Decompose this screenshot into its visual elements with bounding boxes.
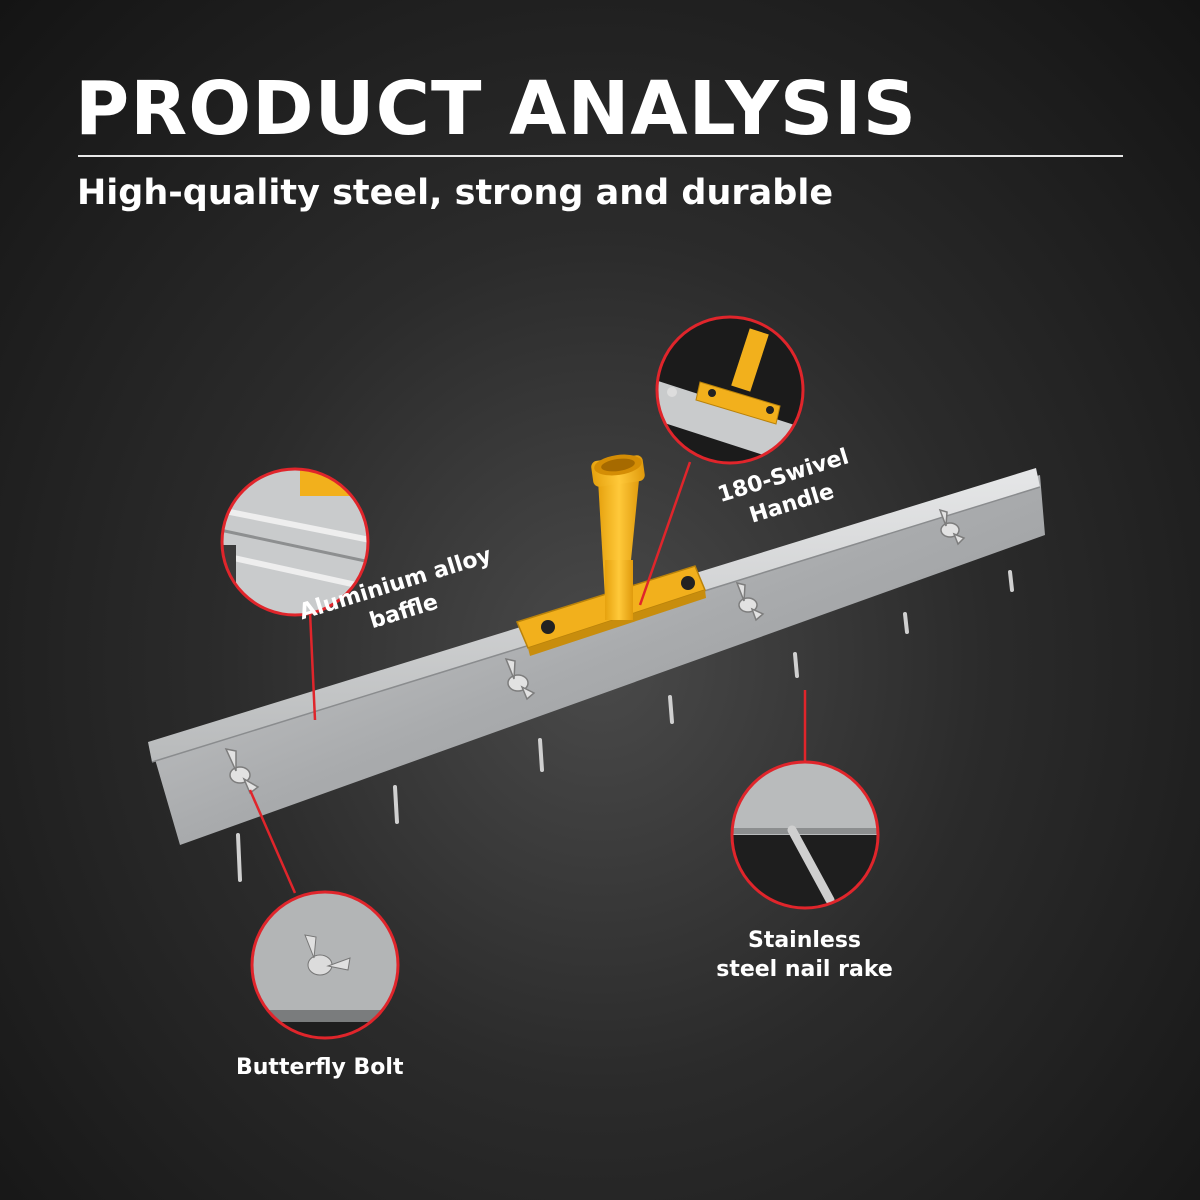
page-title: PRODUCT ANALYSIS: [75, 66, 917, 152]
bolt-detail-circle: [250, 890, 400, 1040]
callout-lines: [248, 461, 807, 894]
rake-tines: [236, 570, 1014, 882]
handle-detail-circle: [655, 315, 805, 465]
butterfly-bolt-label: Butterfly Bolt: [236, 1055, 404, 1080]
wing-bolts: [224, 508, 966, 795]
title-divider: [78, 155, 1123, 157]
nail-rake-label: Stainless steel nail rake: [716, 928, 893, 982]
swivel-handle-icon: [515, 454, 707, 656]
steel-blade: [150, 475, 1045, 845]
nail-detail-circle: [730, 760, 880, 910]
page-subtitle: High-quality steel, strong and durable: [77, 173, 834, 213]
